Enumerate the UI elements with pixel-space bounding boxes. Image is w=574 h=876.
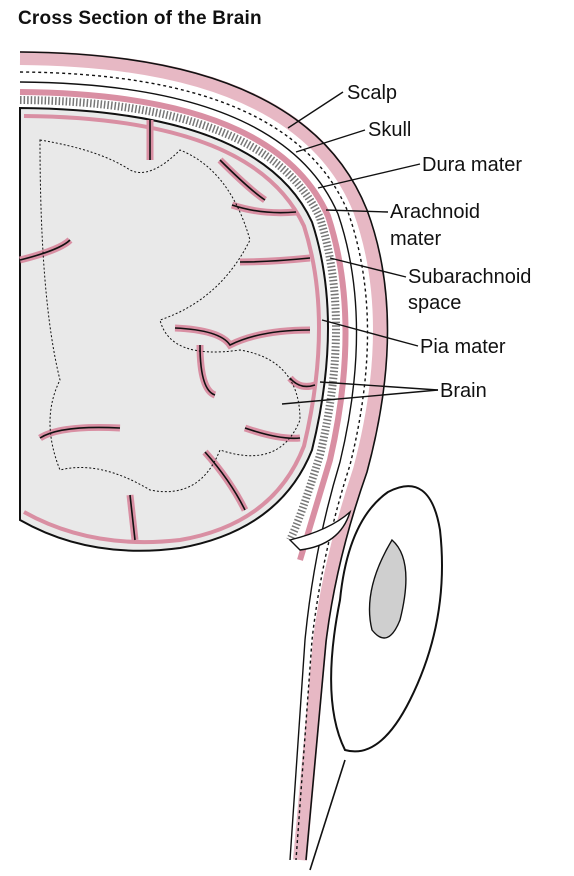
label-subarachnoid-line2: space bbox=[408, 292, 461, 314]
label-arachnoid-line2: mater bbox=[390, 228, 441, 250]
label-scalp: Scalp bbox=[347, 82, 397, 104]
label-skull: Skull bbox=[368, 119, 411, 141]
label-subarachnoid-line1: Subarachnoid bbox=[408, 266, 531, 288]
label-arachnoid-line1: Arachnoid bbox=[390, 201, 480, 223]
label-pia-mater: Pia mater bbox=[420, 336, 506, 358]
neck-line bbox=[310, 760, 345, 870]
leader-arachnoid bbox=[326, 210, 388, 212]
label-dura-mater: Dura mater bbox=[422, 154, 522, 176]
leader-scalp bbox=[288, 92, 343, 128]
label-brain: Brain bbox=[440, 380, 487, 402]
